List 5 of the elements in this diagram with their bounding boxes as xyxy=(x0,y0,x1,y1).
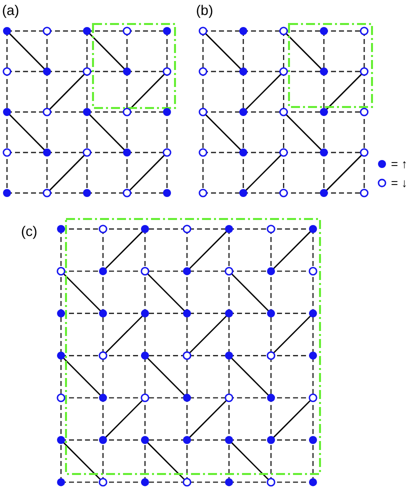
legend-text: = ↑ xyxy=(391,157,408,171)
legend-text: = ↓ xyxy=(391,176,408,190)
panel-label: (c) xyxy=(21,223,38,239)
panel-label: (b) xyxy=(196,2,214,18)
panel-label: (a) xyxy=(2,2,20,18)
